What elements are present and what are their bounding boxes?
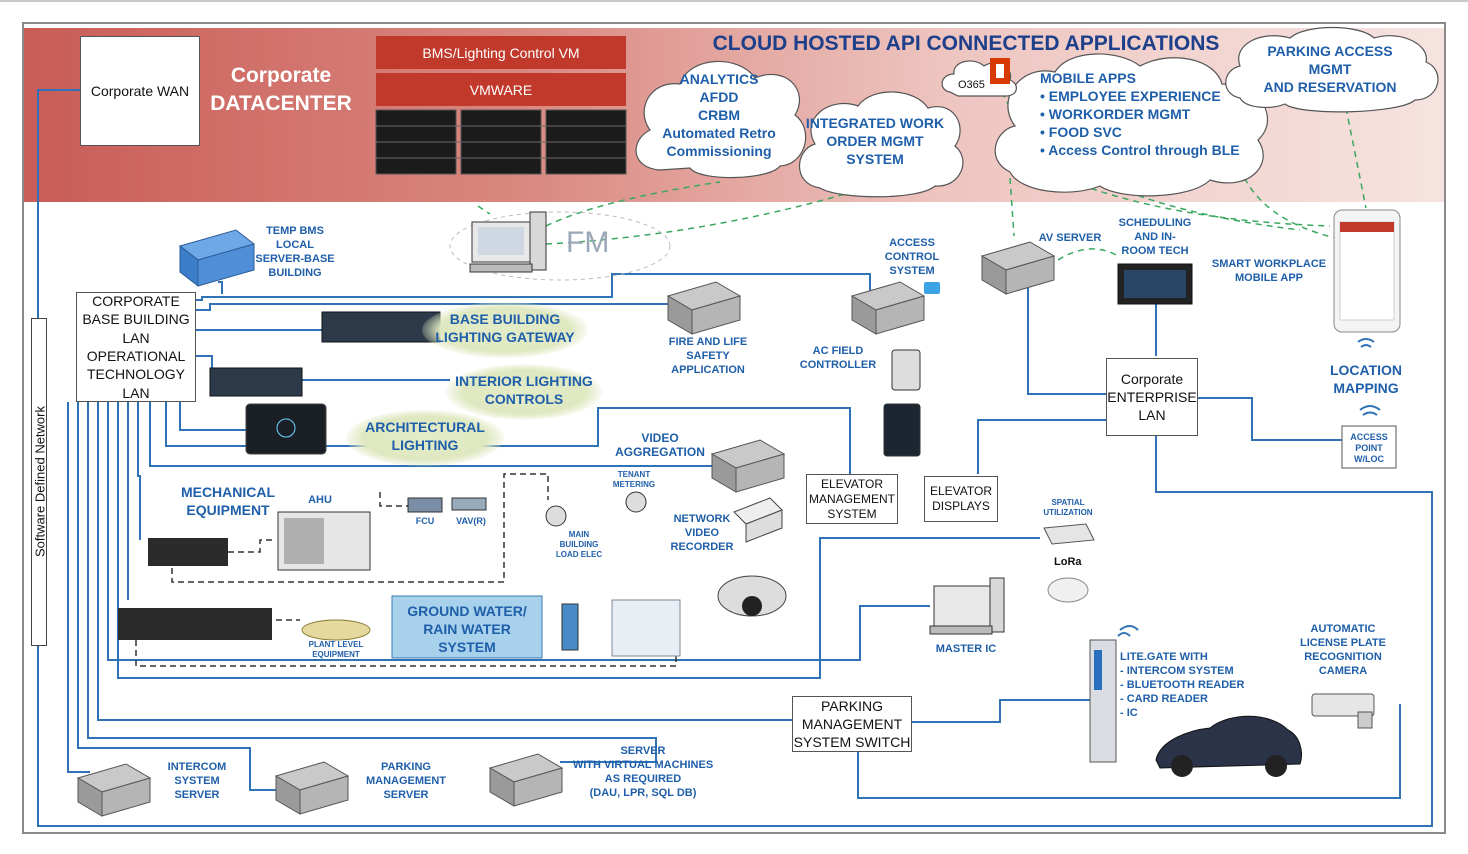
interior-lighting-controllers xyxy=(209,367,303,397)
mech-controllers xyxy=(148,538,228,566)
lora-sensor xyxy=(1047,577,1089,603)
sdn-bar: Software Defined Network xyxy=(31,318,48,646)
card-reader xyxy=(883,403,921,457)
fcu-label: FCU xyxy=(415,516,435,526)
ahu-label: AHU xyxy=(308,494,332,506)
analytics-cloud xyxy=(635,60,807,179)
corporate-wan-box: Corporate WAN xyxy=(80,36,200,146)
access-point-box xyxy=(1341,425,1397,469)
water-filtration xyxy=(611,599,681,657)
car xyxy=(1155,715,1302,769)
db-icon xyxy=(924,282,940,294)
datacenter-title: Corporate DATACENTER xyxy=(206,62,356,118)
intercom-server xyxy=(76,763,152,817)
bms-vm-bar: BMS/Lighting Control VM xyxy=(376,36,626,69)
datacenter-title-line1: Corporate xyxy=(230,64,332,87)
fm-label: FM xyxy=(566,226,610,259)
spatial-sensor xyxy=(1043,523,1095,545)
master-ic-monitor xyxy=(933,585,991,627)
cloud-title: CLOUD HOSTED API CONNECTED APPLICATIONS xyxy=(712,32,1220,55)
fcu-unit xyxy=(407,497,443,513)
location-wifi-icon xyxy=(1357,338,1375,348)
plant-equipment xyxy=(301,619,371,641)
tenant-meter xyxy=(625,491,647,513)
av-server xyxy=(980,241,1056,295)
ap-wifi-icon xyxy=(1359,405,1381,416)
lite-gate xyxy=(1089,639,1117,763)
mobile-apps-text: MOBILE APPS• EMPLOYEE EXPERIENCE• WORKOR… xyxy=(1040,70,1240,158)
av-server-label: AV SERVER xyxy=(1038,232,1102,244)
main-meter xyxy=(545,505,567,527)
vmware-bar: VMWARE xyxy=(376,73,626,106)
vav-unit xyxy=(451,497,487,511)
vmware-label: VMWARE xyxy=(469,81,533,98)
master-ic-label: MASTER IC xyxy=(935,643,997,655)
architectural-panel xyxy=(245,403,327,455)
ground-water-box xyxy=(391,595,543,659)
temp-bms-server xyxy=(178,229,256,288)
corporate-wan-label: Corporate WAN xyxy=(90,83,190,99)
vav-label: VAV(R) xyxy=(456,516,486,526)
video-agg-server xyxy=(710,439,786,493)
ac-field-controller xyxy=(891,349,921,391)
fire-life-server xyxy=(666,281,742,335)
plant-controllers xyxy=(118,608,272,640)
litegate-label: LITE.GATE WITH- INTERCOM SYSTEM- BLUETOO… xyxy=(1120,651,1245,719)
water-tank xyxy=(561,603,579,651)
parking-server xyxy=(274,761,350,815)
datacenter-title-line2: DATACENTER xyxy=(210,92,352,115)
o365-label: O365 xyxy=(958,79,985,91)
vm-server xyxy=(488,753,564,807)
alpr-camera xyxy=(1311,693,1375,717)
lora-label: LoRa xyxy=(1054,556,1082,568)
workorder-cloud xyxy=(798,91,964,198)
wan-loop-line xyxy=(37,89,1433,827)
bms-vm-label: BMS/Lighting Control VM xyxy=(422,44,580,61)
access-control-server xyxy=(850,281,926,335)
parking-cloud xyxy=(1225,26,1439,113)
